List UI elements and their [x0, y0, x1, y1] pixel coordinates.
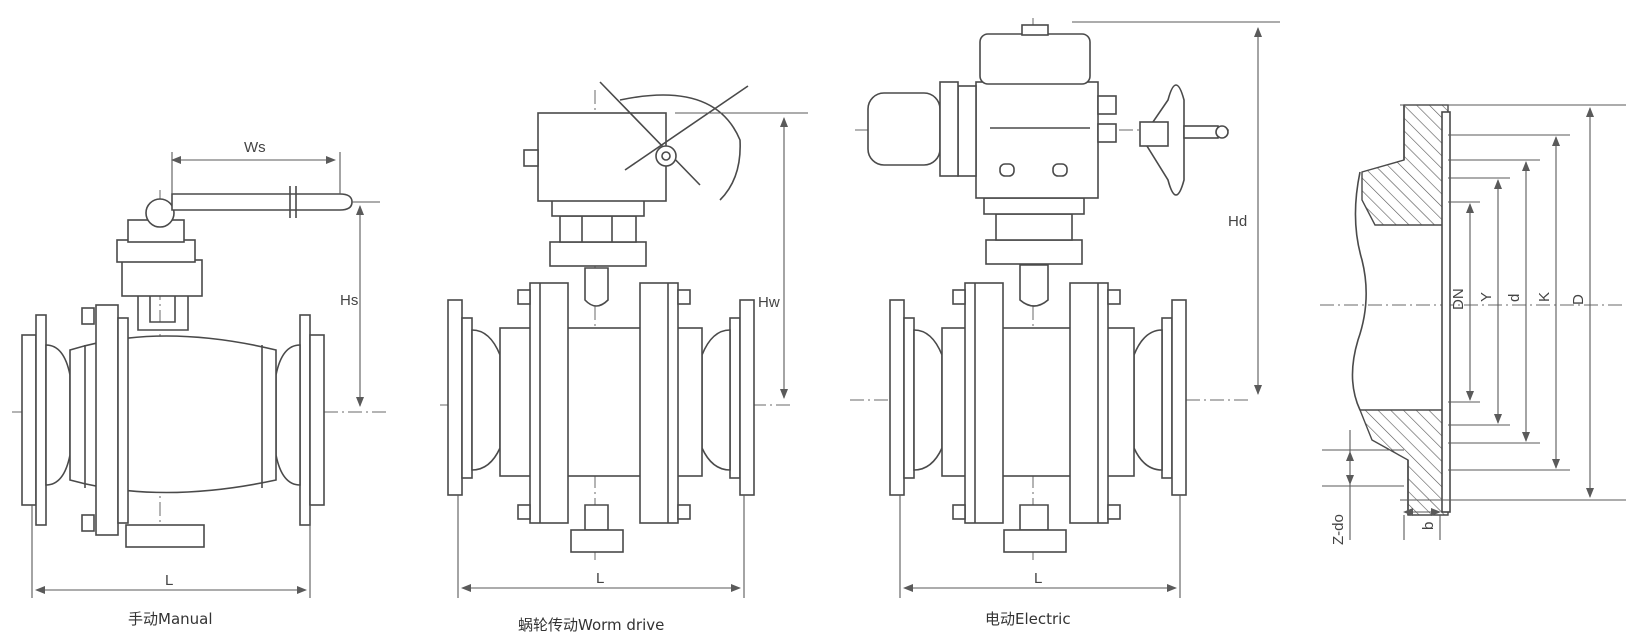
electric-dim-hd: Hd — [1228, 213, 1247, 230]
flange-dim-b: b — [1420, 522, 1437, 530]
worm-dim-hw: Hw — [758, 294, 780, 311]
flange-dim-d-outer: D — [1570, 294, 1587, 305]
manual-view: Ws Hs L 手动Manual — [12, 139, 390, 628]
manual-caption: 手动Manual — [128, 610, 213, 628]
manual-dim-l: L — [165, 572, 173, 589]
manual-dim-ws: Ws — [244, 139, 266, 156]
electric-caption: 电动Electric — [985, 610, 1071, 628]
worm-caption: 蜗轮传动Worm drive — [518, 616, 664, 634]
electric-view: Hd L 电动Electric — [850, 18, 1280, 628]
flange-dim-y: Y — [1478, 292, 1495, 302]
worm-dim-l: L — [596, 570, 604, 587]
flange-detail-view: DN Y d K D Z-do b — [1320, 104, 1626, 545]
manual-dim-hs: Hs — [340, 292, 358, 309]
worm-drive-view: Hw L 蜗轮传动Worm drive — [440, 81, 808, 634]
flange-dim-z-do: Z-do — [1330, 514, 1347, 545]
flange-dim-dn: DN — [1450, 288, 1467, 310]
flange-dim-k: K — [1536, 292, 1553, 302]
electric-dim-l: L — [1034, 570, 1042, 587]
flange-dim-d: d — [1506, 294, 1523, 302]
